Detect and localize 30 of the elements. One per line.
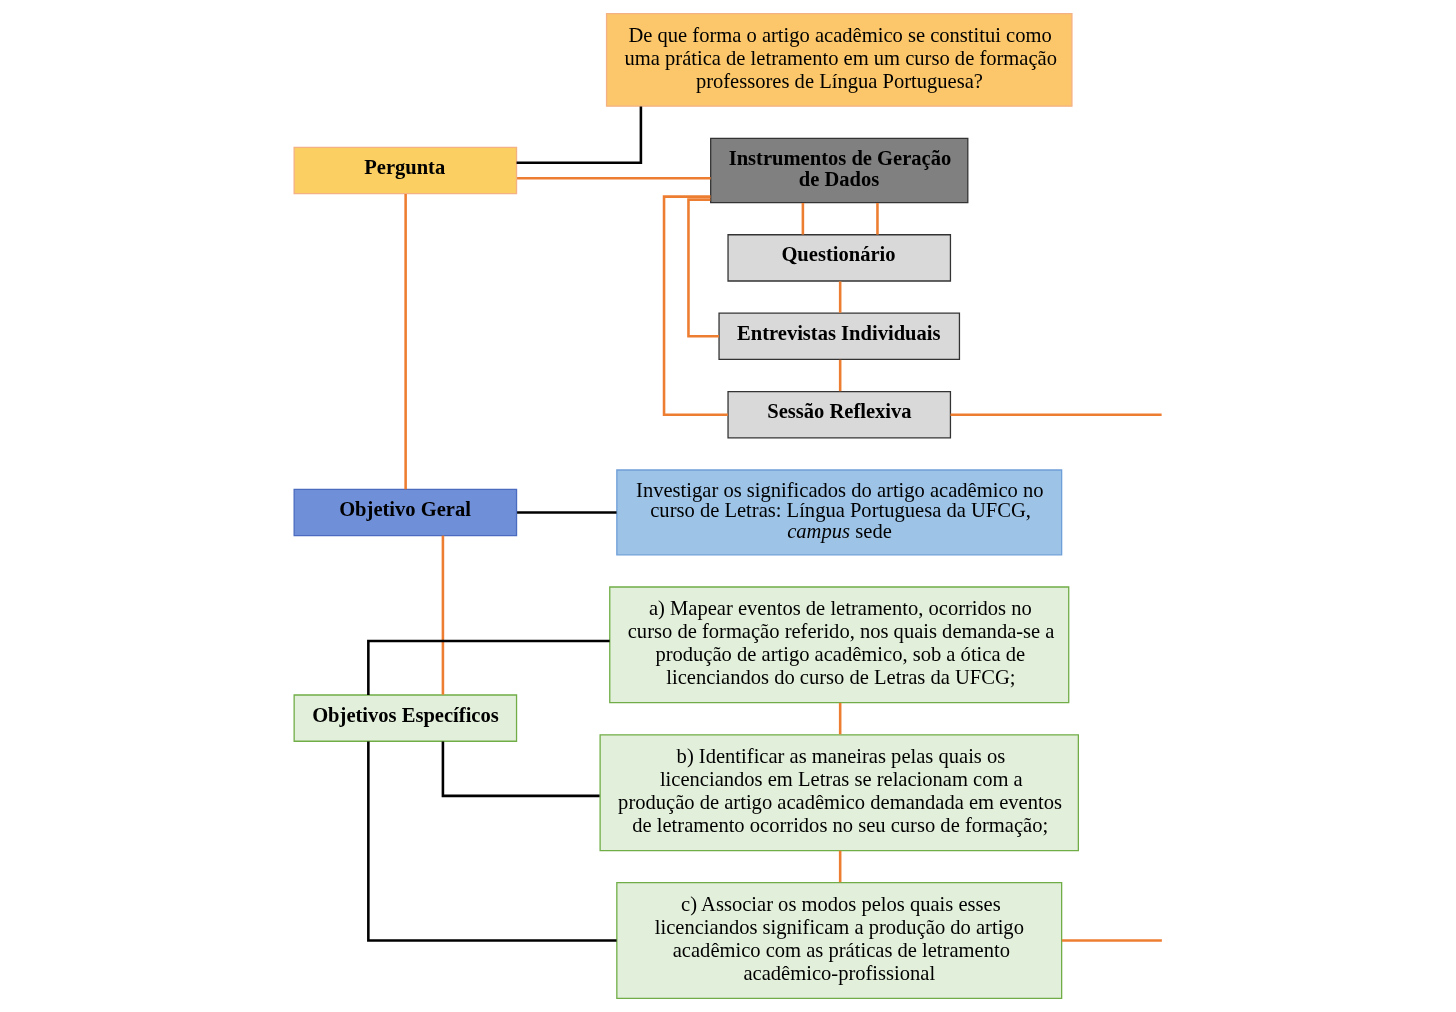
connector bbox=[838, 359, 841, 392]
connector bbox=[686, 198, 719, 338]
node-box: Sessão Reflexiva bbox=[726, 390, 951, 439]
connector bbox=[838, 850, 841, 883]
connector bbox=[875, 203, 879, 235]
connector bbox=[441, 535, 444, 695]
node-box: Instrumentos de Geração de Dados bbox=[709, 137, 968, 204]
connector bbox=[838, 702, 841, 735]
node-box: Objetivo Geral bbox=[293, 488, 517, 537]
connector bbox=[949, 413, 1162, 416]
connector bbox=[801, 203, 804, 235]
connector bbox=[662, 195, 728, 416]
connector bbox=[516, 176, 711, 180]
node-box: Investigar os significados do artigo acadêmico no curso de Letras: Língua Portuguesa da UFCG, campus sede bbox=[615, 469, 1062, 556]
node-box: a) Mapear eventos de letramento, ocorridos no curso de formação referido, nos quais demanda-se a produção de artigo acadêmico, sob a ótica de licenciandos do curso de Letras da UFCG; bbox=[608, 586, 1069, 704]
connector bbox=[516, 106, 642, 165]
node-box: c) Associar os modos pelos quais esses licenciandos significam a produção do artigo acadêmico com as práticas de letramento acadêmico-profissional bbox=[615, 882, 1062, 1000]
node-box: b) Identificar as maneiras pelas quais os licenciandos em Letras se relacionam com a produção de artigo acadêmico demandada em eventos de letramento ocorridos no seu curso de formação; bbox=[598, 734, 1079, 852]
node-box: De que forma o artigo acadêmico se constitui como uma prática de letramento em um curso de formação professores de Língua Portuguesa? bbox=[605, 12, 1073, 107]
node-box: Pergunta bbox=[293, 146, 517, 195]
connector bbox=[1061, 939, 1162, 942]
connector bbox=[441, 741, 600, 798]
node-box: Entrevistas Individuais bbox=[717, 312, 960, 361]
connector bbox=[838, 281, 841, 313]
connector bbox=[403, 193, 407, 490]
node-box: Objetivos Específicos bbox=[293, 694, 517, 742]
connector bbox=[516, 511, 617, 514]
connector bbox=[366, 741, 617, 942]
node-box: Questionário bbox=[726, 234, 951, 282]
connector bbox=[366, 639, 610, 695]
